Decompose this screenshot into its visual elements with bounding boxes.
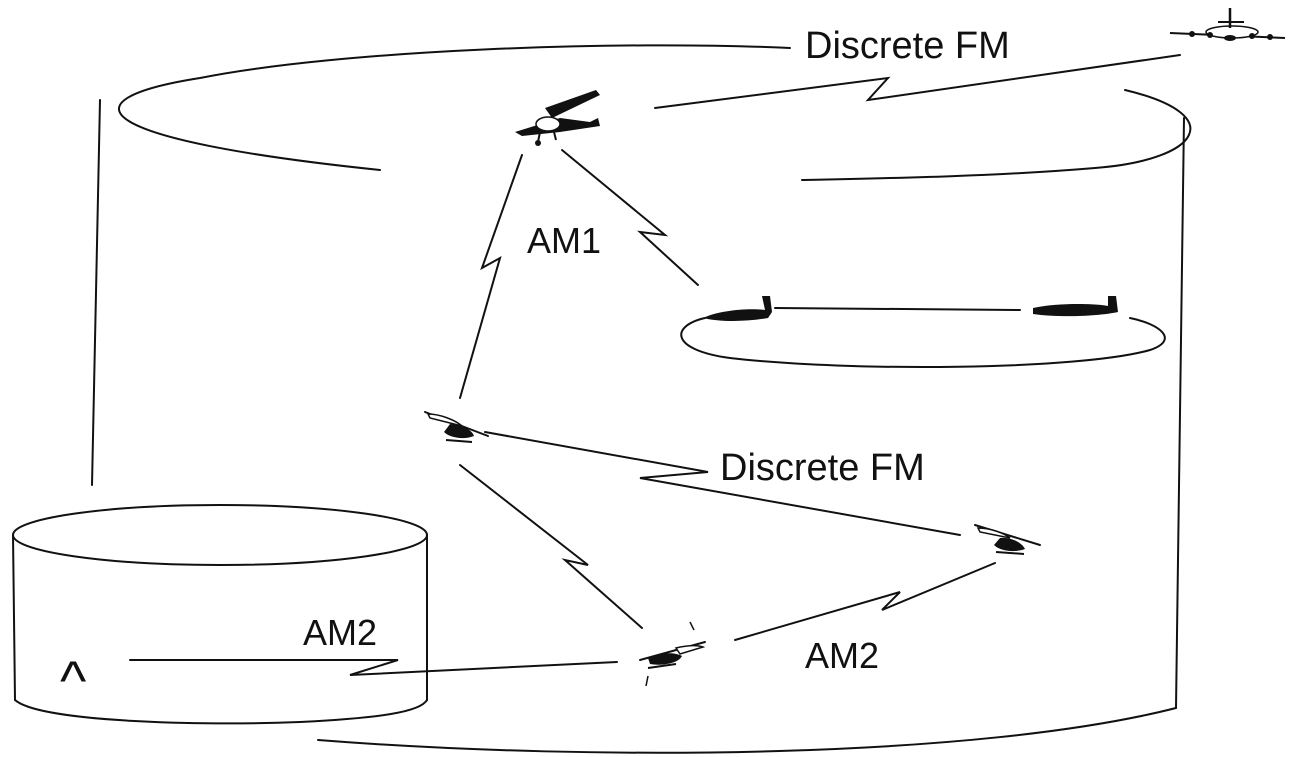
- helicopter-icon: [424, 411, 489, 443]
- large-cylinder-top-back: [118, 44, 791, 171]
- label-am2-right: AM2: [805, 635, 879, 676]
- light-airplane-icon: [515, 90, 600, 146]
- small-cylinder-left-wall: [12, 534, 16, 701]
- jet-aircraft-icon: [703, 296, 772, 321]
- link-helo-to-helo: [459, 464, 643, 629]
- link-labels: Discrete FM AM1 Discrete FM AM2 AM2: [303, 25, 1010, 676]
- helicopter-icon: [974, 524, 1041, 555]
- small-cylinder-top: [12, 504, 428, 566]
- large-cylinder-top-front: [801, 89, 1192, 181]
- large-cylinder-left-wall: [91, 99, 101, 486]
- large-cylinder-bottom: [317, 707, 1177, 754]
- large-cylinder: [91, 44, 1192, 754]
- label-am1: AM1: [527, 220, 601, 261]
- large-cylinder-right-wall: [1175, 117, 1185, 709]
- label-middle-discrete-fm: Discrete FM: [720, 447, 925, 489]
- radio-links: [129, 54, 1181, 676]
- label-am2-left: AM2: [303, 612, 377, 653]
- jet-aircraft-icon: [1033, 296, 1118, 317]
- link-am1-right: [561, 149, 699, 286]
- link-lower-right-am2: [734, 562, 996, 641]
- small-cylinder: [12, 504, 428, 725]
- label-top-discrete-fm: Discrete FM: [805, 25, 1010, 67]
- small-cylinder-bottom: [14, 699, 428, 725]
- ground-station-icon: ^: [60, 649, 86, 712]
- link-middle-discrete-fm: [484, 431, 961, 536]
- link-lower-left-am2: [129, 659, 618, 676]
- platform-ellipse: [680, 307, 1166, 369]
- link-am1-left: [459, 154, 523, 399]
- transport-aircraft-icon: [1169, 8, 1286, 41]
- platform-ellipse-outline: [680, 317, 1166, 369]
- helicopter-icon: [639, 621, 706, 687]
- link-top-discrete-fm: [654, 54, 1181, 109]
- platform-ellipse-top-segment: [774, 307, 1021, 311]
